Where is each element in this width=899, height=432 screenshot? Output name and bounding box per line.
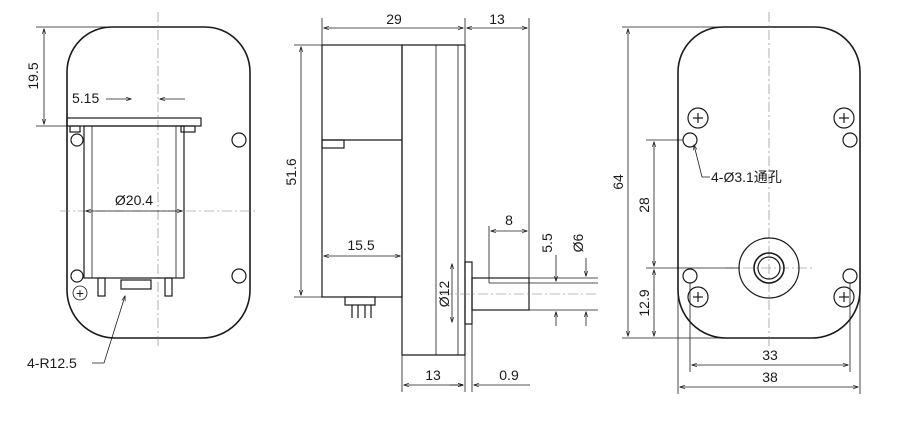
- callout-corner-radius: 4-R12.5: [27, 355, 77, 371]
- side-motor-tab: [321, 139, 345, 149]
- back-screw-top-left: [687, 107, 709, 129]
- dim-front-top-height: 19.5: [25, 62, 41, 89]
- back-screw-bottom-right: [833, 286, 855, 308]
- dim-back-hole-spacing-h: 33: [762, 347, 778, 363]
- dim-side-shaft-diameter: Ø6: [570, 233, 586, 252]
- front-plate-tab-left: [69, 125, 81, 133]
- back-screw-top-right: [833, 107, 855, 129]
- front-hole-top-left: [70, 133, 84, 147]
- front-plate-tab-right: [180, 125, 196, 133]
- back-screw-bottom-left: [687, 286, 709, 308]
- dim-back-bottom-offset: 12.9: [636, 289, 652, 316]
- front-mounting-plate: [66, 117, 202, 127]
- back-output-shaft-inner: [757, 256, 781, 280]
- front-hole-bottom-right: [231, 268, 247, 284]
- front-housing-outline: [66, 26, 251, 339]
- front-hole-bottom-left: [70, 269, 84, 283]
- back-output-shaft-outer: [753, 252, 785, 284]
- back-view: 64 28 12.9 4-Ø3.1通孔 33 38: [610, 12, 861, 394]
- front-terminal-right: [164, 277, 173, 297]
- dim-side-boss-diameter: Ø12: [436, 281, 452, 308]
- side-terminals: [344, 296, 376, 318]
- dim-side-body-width: 29: [386, 11, 402, 27]
- dim-side-shaft-projection: 13: [489, 11, 505, 27]
- dim-back-overall-width: 38: [762, 369, 778, 385]
- front-hole-top-right: [231, 132, 247, 148]
- dim-side-boss-height: 0.9: [499, 367, 519, 383]
- back-hole-top-left: [682, 132, 698, 148]
- side-gearbox: [322, 44, 466, 356]
- dim-back-hole-spacing-v: 28: [636, 197, 652, 213]
- back-hole-top-right: [842, 132, 858, 148]
- dim-side-flat-height: 5.5: [539, 233, 555, 253]
- dim-front-can-diameter: Ø20.4: [115, 192, 153, 208]
- dim-front-terminal-offset: 5.15: [72, 90, 99, 106]
- front-terminal-block: [120, 279, 152, 290]
- front-motor-can: [83, 125, 185, 279]
- back-hole-bottom-right: [842, 268, 858, 284]
- back-housing-outline: [677, 26, 861, 339]
- side-output-boss: [464, 261, 473, 325]
- polarity-mark: +: [76, 285, 84, 301]
- dim-side-motor-length: 15.5: [347, 237, 374, 253]
- front-terminal-left: [97, 277, 106, 297]
- back-hole-bottom-left: [682, 268, 698, 284]
- polarity-mark-circle: [72, 285, 88, 301]
- dim-side-gearbox-thickness: 13: [425, 367, 441, 383]
- side-view: 29 13 51.6 15.5 8 5.5 Ø6 Ø12: [283, 11, 598, 392]
- dim-side-shaft-length: 8: [505, 212, 513, 228]
- front-view: + 19.5 5.15 Ø20.4 4-R12.5: [25, 12, 256, 371]
- callout-through-holes: 4-Ø3.1通孔: [711, 169, 782, 185]
- side-motor-body: [321, 44, 403, 298]
- dim-side-overall-height: 51.6: [283, 158, 299, 185]
- dim-back-overall-height: 64: [610, 174, 626, 190]
